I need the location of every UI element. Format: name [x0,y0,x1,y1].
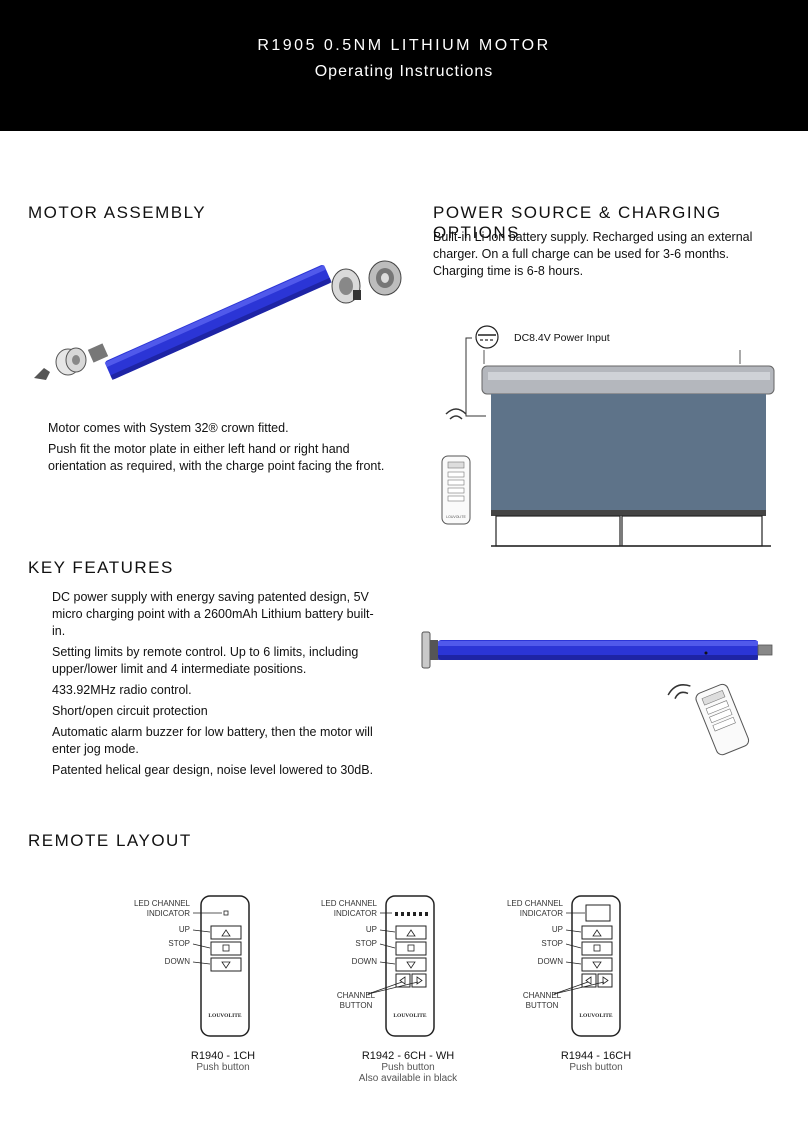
dc-input-icon [475,325,499,349]
stop-icon [407,944,415,952]
feature-item: Automatic alarm buzzer for low battery, … [52,725,373,756]
end-clip [34,368,50,380]
header-bar: R1905 0.5NM LITHIUM MOTOR Operating Inst… [0,0,808,131]
feature-item: Patented helical gear design, noise leve… [52,763,374,777]
stop-button [210,941,242,956]
drive-end [87,343,109,363]
svg-text:LOUVOLITE: LOUVOLITE [446,515,466,519]
motor-head [331,268,361,304]
charging-wire [465,337,486,417]
document-title: R1905 0.5NM LITHIUM MOTOR [257,37,551,54]
stop-icon [222,944,230,952]
remote-layout-heading: REMOTE LAYOUT [28,831,192,850]
svg-text:LOUVOLITE: LOUVOLITE [579,1013,613,1019]
stop-icon [593,944,601,952]
motor-plate [368,260,402,296]
power-source-heading: POWER SOURCE & CHARGING OPTIONS [433,203,722,242]
svg-text:LED CHANNEL: LED CHANNEL [507,899,564,908]
channel-right-icon [602,976,609,985]
channel-left-icon [399,976,406,985]
stop-button [581,941,613,956]
motor-assembly-text-1: Motor comes with System 32® crown fitted… [48,421,289,435]
svg-text:UP: UP [179,925,190,934]
svg-text:LOUVOLITE: LOUVOLITE [393,1013,427,1019]
remote-diagram-r1940: LOUVOLITE LED CHANNEL INDICATOR UP STOP … [134,895,250,1037]
down-button [395,957,427,972]
svg-text:BUTTON: BUTTON [340,1001,373,1010]
svg-text:STOP: STOP [541,939,563,948]
down-button [581,957,613,972]
svg-text:DOWN: DOWN [165,957,191,966]
key-features-list: DC power supply with energy saving paten… [52,589,382,783]
up-button [395,925,427,940]
power-source-text: Built-in Li-ion battery supply. Recharge… [433,230,753,278]
svg-text:DOWN: DOWN [538,957,564,966]
up-button [581,925,613,940]
end-plate [421,631,431,669]
down-button [210,957,242,972]
remote-caption-r1942: R1942 - 6CH - WH Push button Also availa… [348,1050,468,1084]
channel-right-icon [416,976,423,985]
feature-item: 433.92MHz radio control. [52,683,192,697]
led-indicator-row [395,912,428,916]
remote-icon: LOUVOLITE [441,408,471,525]
blind-charging-illustration: DC8.4V Power Input LOUVOLITE [441,325,775,547]
feature-item: DC power supply with energy saving paten… [52,590,374,638]
led-indicator [223,910,229,916]
channel-right-button [597,973,613,988]
channel-left-button [395,973,411,988]
motor-assembly-text-2: Push fit the motor plate in either left … [48,442,385,473]
channel-left-icon [585,976,592,985]
svg-text:UP: UP [552,925,563,934]
up-arrow-icon [221,929,231,937]
up-button [210,925,242,940]
stop-button [395,941,427,956]
remote-model: R1942 - 6CH - WH [361,1050,455,1062]
motor-assembly-heading: MOTOR ASSEMBLY [28,203,207,222]
down-arrow-icon [221,961,231,969]
svg-text:STOP: STOP [355,939,377,948]
remote-caption-r1944: R1944 - 16CH Push button [536,1050,656,1073]
svg-text:CHANNEL: CHANNEL [337,991,376,1000]
feature-item: Setting limits by remote control. Up to … [52,645,359,676]
motor-remote-illustration [421,631,773,756]
svg-text:BUTTON: BUTTON [526,1001,559,1010]
led-display [585,904,611,922]
remote-model: R1944 - 16CH [560,1050,632,1062]
remote-type: Push button [569,1062,623,1073]
svg-text:INDICATOR: INDICATOR [334,909,377,918]
up-arrow-icon [592,929,602,937]
down-arrow-icon [592,961,602,969]
blind-fabric [491,394,766,514]
motor-assembly-text: Motor comes with System 32® crown fitted… [48,420,393,479]
channel-left-button [581,973,597,988]
motor-tube [104,264,332,380]
remote-caption-r1940: R1940 - 1CH Push button [163,1050,283,1073]
up-arrow-icon [406,929,416,937]
remote-type: Push button [381,1062,435,1073]
feature-item: Short/open circuit protection [52,704,208,718]
motor-assembly-illustration [34,260,402,380]
remote-model: R1940 - 1CH [190,1050,256,1062]
remote-diagram-r1942: LOUVOLITE LED CHANNEL INDICATOR UP STOP … [321,895,435,1037]
svg-text:LED CHANNEL: LED CHANNEL [321,899,378,908]
remote-type: Push button [196,1062,250,1073]
remote-diagram-r1944: LOUVOLITE LED CHANNEL INDICATOR UP STOP … [507,895,621,1037]
document-subtitle: Operating Instructions [314,63,494,80]
svg-text:CHANNEL: CHANNEL [523,991,562,1000]
svg-text:LOUVOLITE: LOUVOLITE [208,1013,242,1019]
svg-text:DOWN: DOWN [352,957,378,966]
dc-input-label: DC8.4V Power Input [514,332,610,344]
remote-note: Also available in black [358,1073,458,1084]
svg-text:STOP: STOP [168,939,190,948]
svg-text:INDICATOR: INDICATOR [520,909,563,918]
key-features-heading: KEY FEATURES [28,558,174,577]
svg-text:UP: UP [366,925,377,934]
svg-text:LED CHANNEL: LED CHANNEL [134,899,191,908]
channel-right-button [411,973,427,988]
down-arrow-icon [406,961,416,969]
svg-text:INDICATOR: INDICATOR [147,909,190,918]
remote-icon-tilted [667,683,750,756]
crown-adapter [55,347,87,376]
